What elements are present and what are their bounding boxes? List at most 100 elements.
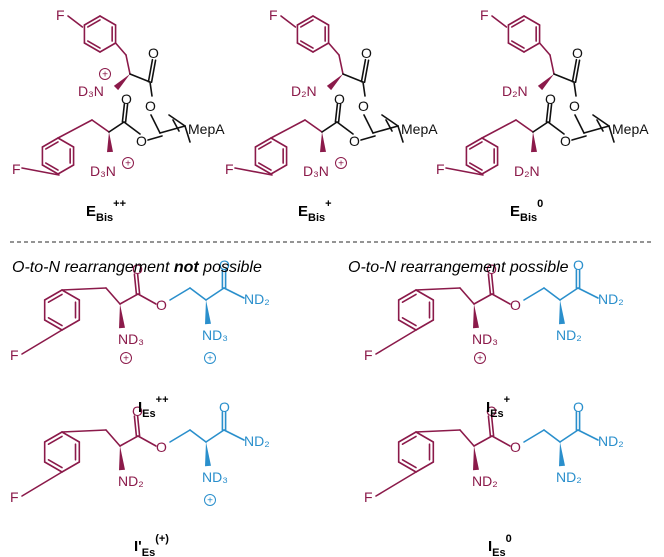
label-i-es-neutral: IEs0 (488, 533, 512, 557)
bond (336, 121, 354, 135)
bond (473, 435, 493, 447)
bond (573, 81, 577, 97)
amine-label: D₂N (514, 163, 540, 179)
bond (223, 429, 245, 441)
bond (481, 164, 499, 175)
positive-charge: + (125, 159, 131, 170)
bond (459, 429, 475, 447)
bond (490, 273, 495, 295)
bond (338, 54, 344, 75)
label-i-es-dication: IEs++ (138, 394, 169, 420)
bond (372, 125, 399, 134)
bond (559, 429, 579, 443)
charge-circle (335, 157, 347, 169)
wedge-bond (113, 74, 130, 91)
heading-possible: O-to-N rearrangement possible (348, 259, 569, 276)
bond (608, 125, 615, 143)
bond (137, 293, 157, 305)
oxygen-label: O (486, 403, 497, 419)
bond (401, 316, 417, 327)
bond (334, 103, 339, 123)
bond (491, 15, 508, 28)
wedge-bond (320, 132, 326, 153)
oxygen-label: O (510, 297, 521, 313)
oxygen-label: O (573, 399, 584, 415)
bond (397, 431, 417, 443)
bond (61, 429, 107, 433)
bond (415, 429, 461, 433)
heading-not-possible: O-to-N rearrangement not possible (12, 259, 262, 276)
bond (592, 114, 610, 127)
structure-drawings: FOOD₃N+MepAFOOD₃N+FOOD₂NMepAFOOD₃N+FOOD₂… (10, 7, 649, 507)
amine-label: ND₃ (202, 469, 228, 485)
bond (280, 15, 297, 28)
bond (47, 458, 63, 469)
oxygen-label: O (156, 297, 167, 313)
bond (108, 121, 125, 133)
bond (523, 429, 545, 443)
amine-label: ND₂ (472, 473, 498, 489)
bond (401, 435, 417, 446)
oxygen-label: O (219, 257, 230, 273)
bond (169, 429, 191, 443)
wedge-bond (119, 304, 125, 329)
amine-label: D₃N (78, 83, 104, 99)
bond (397, 289, 417, 301)
bond (223, 287, 245, 299)
bond (21, 329, 63, 355)
bond (300, 19, 314, 28)
oxygen-label: O (349, 133, 360, 149)
amide-label: ND₂ (598, 433, 624, 449)
bond (296, 42, 314, 53)
bond (147, 135, 163, 141)
bond (254, 164, 272, 175)
bond (43, 461, 63, 473)
bond (491, 293, 511, 305)
bond (83, 42, 101, 53)
bond (415, 319, 435, 331)
bond (119, 435, 139, 447)
bond (45, 141, 59, 150)
bond (515, 119, 534, 133)
bond (491, 435, 511, 447)
label-e-bis-dication: EBis++ (86, 198, 126, 224)
charge-circle (99, 68, 111, 80)
bond (523, 42, 541, 53)
bond (43, 289, 63, 301)
bond (547, 121, 565, 135)
bond (258, 141, 272, 150)
bond (150, 114, 161, 134)
amine-label: D₂N (502, 83, 528, 99)
bond (189, 429, 207, 443)
bond (523, 15, 541, 26)
bond (121, 103, 126, 123)
bond (469, 141, 483, 150)
fluorine-label: F (364, 489, 373, 505)
wedge-bond (531, 132, 537, 153)
bond (150, 59, 157, 84)
bond (397, 125, 404, 143)
bond (99, 15, 117, 26)
oxygen-label: O (510, 439, 521, 455)
charge-circle (122, 157, 134, 169)
bond (91, 119, 110, 133)
bond (543, 429, 561, 443)
label-i-prime-es-partial: I'Es(+) (134, 533, 169, 557)
bond (532, 121, 549, 133)
bond (574, 59, 581, 84)
bond (507, 15, 525, 26)
positive-charge: + (123, 354, 129, 365)
bond (415, 289, 435, 301)
fluorine-label: F (225, 161, 234, 177)
bond (321, 121, 338, 133)
bond (184, 125, 191, 143)
oxygen-label: O (569, 98, 580, 114)
bond (363, 114, 374, 134)
label-i-es-cation: IEs+ (486, 394, 510, 420)
bond (99, 42, 117, 53)
bond (574, 114, 585, 134)
bond (469, 162, 483, 171)
oxygen-label: O (121, 91, 132, 107)
bond (125, 54, 131, 75)
